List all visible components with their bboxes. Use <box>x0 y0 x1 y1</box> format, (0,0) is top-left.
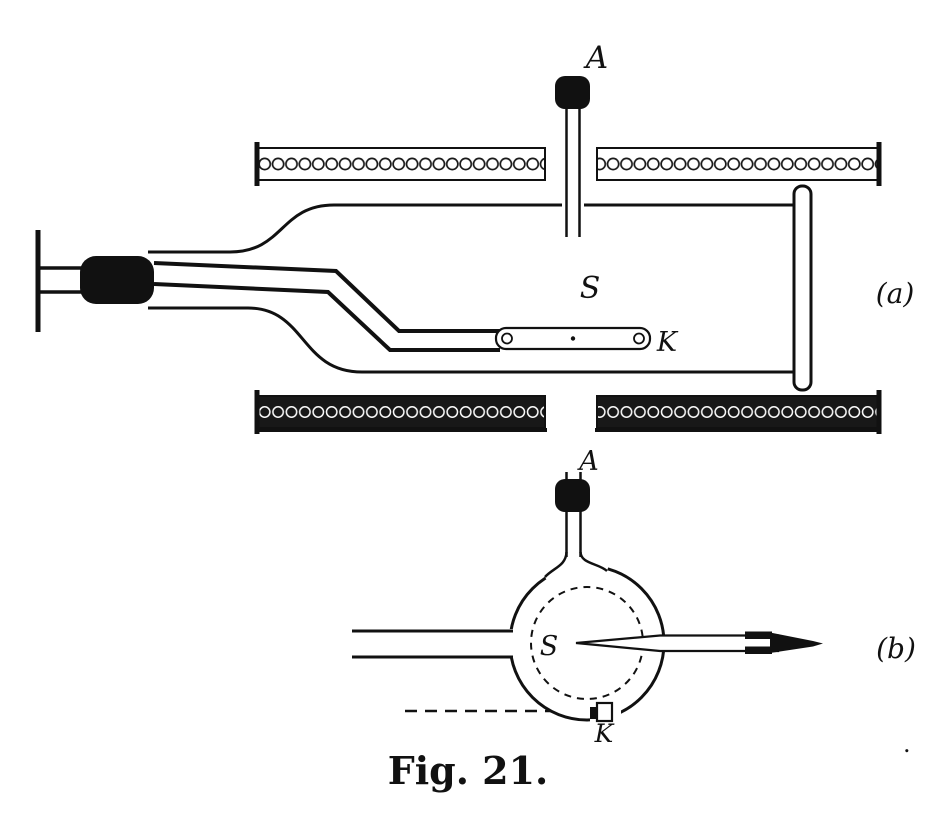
marker-k <box>590 701 614 723</box>
side-tube-b <box>352 629 513 659</box>
left-stopper <box>80 256 154 304</box>
panel-a-chamber-label: S <box>580 271 601 306</box>
panel-b-label: (b) <box>876 632 916 665</box>
left-inlet-fitting <box>35 230 84 332</box>
furnace-coil-bottom-left <box>254 390 547 434</box>
inlet-stopper-b <box>555 479 590 512</box>
specimen-boat <box>494 326 652 351</box>
panel-a-inlet-label: A <box>583 40 608 76</box>
panel-b-marker-label: K <box>594 719 615 748</box>
panel-b-chamber-label: S <box>540 631 559 662</box>
inlet-tube-a <box>565 96 581 237</box>
panel-b-inlet-label: A <box>576 446 599 477</box>
furnace-coil-bottom-right <box>595 390 882 434</box>
end-flange <box>792 184 813 392</box>
figure-caption: Fig. 21. <box>388 748 549 793</box>
furnace-coil-top-right <box>596 142 882 186</box>
panel-a: A S K (a) <box>35 40 915 434</box>
needle-probe <box>575 631 823 654</box>
glass-tube-outline <box>148 203 794 374</box>
panel-a-label: (a) <box>876 277 915 310</box>
stray-period-mark: . <box>903 730 911 758</box>
panel-b: A S K (b) <box>352 446 916 748</box>
inlet-stopper-a <box>555 76 590 109</box>
panel-a-boat-label: K <box>656 327 679 358</box>
inner-delivery-tube <box>153 261 502 352</box>
furnace-coil-top-left <box>254 142 546 186</box>
